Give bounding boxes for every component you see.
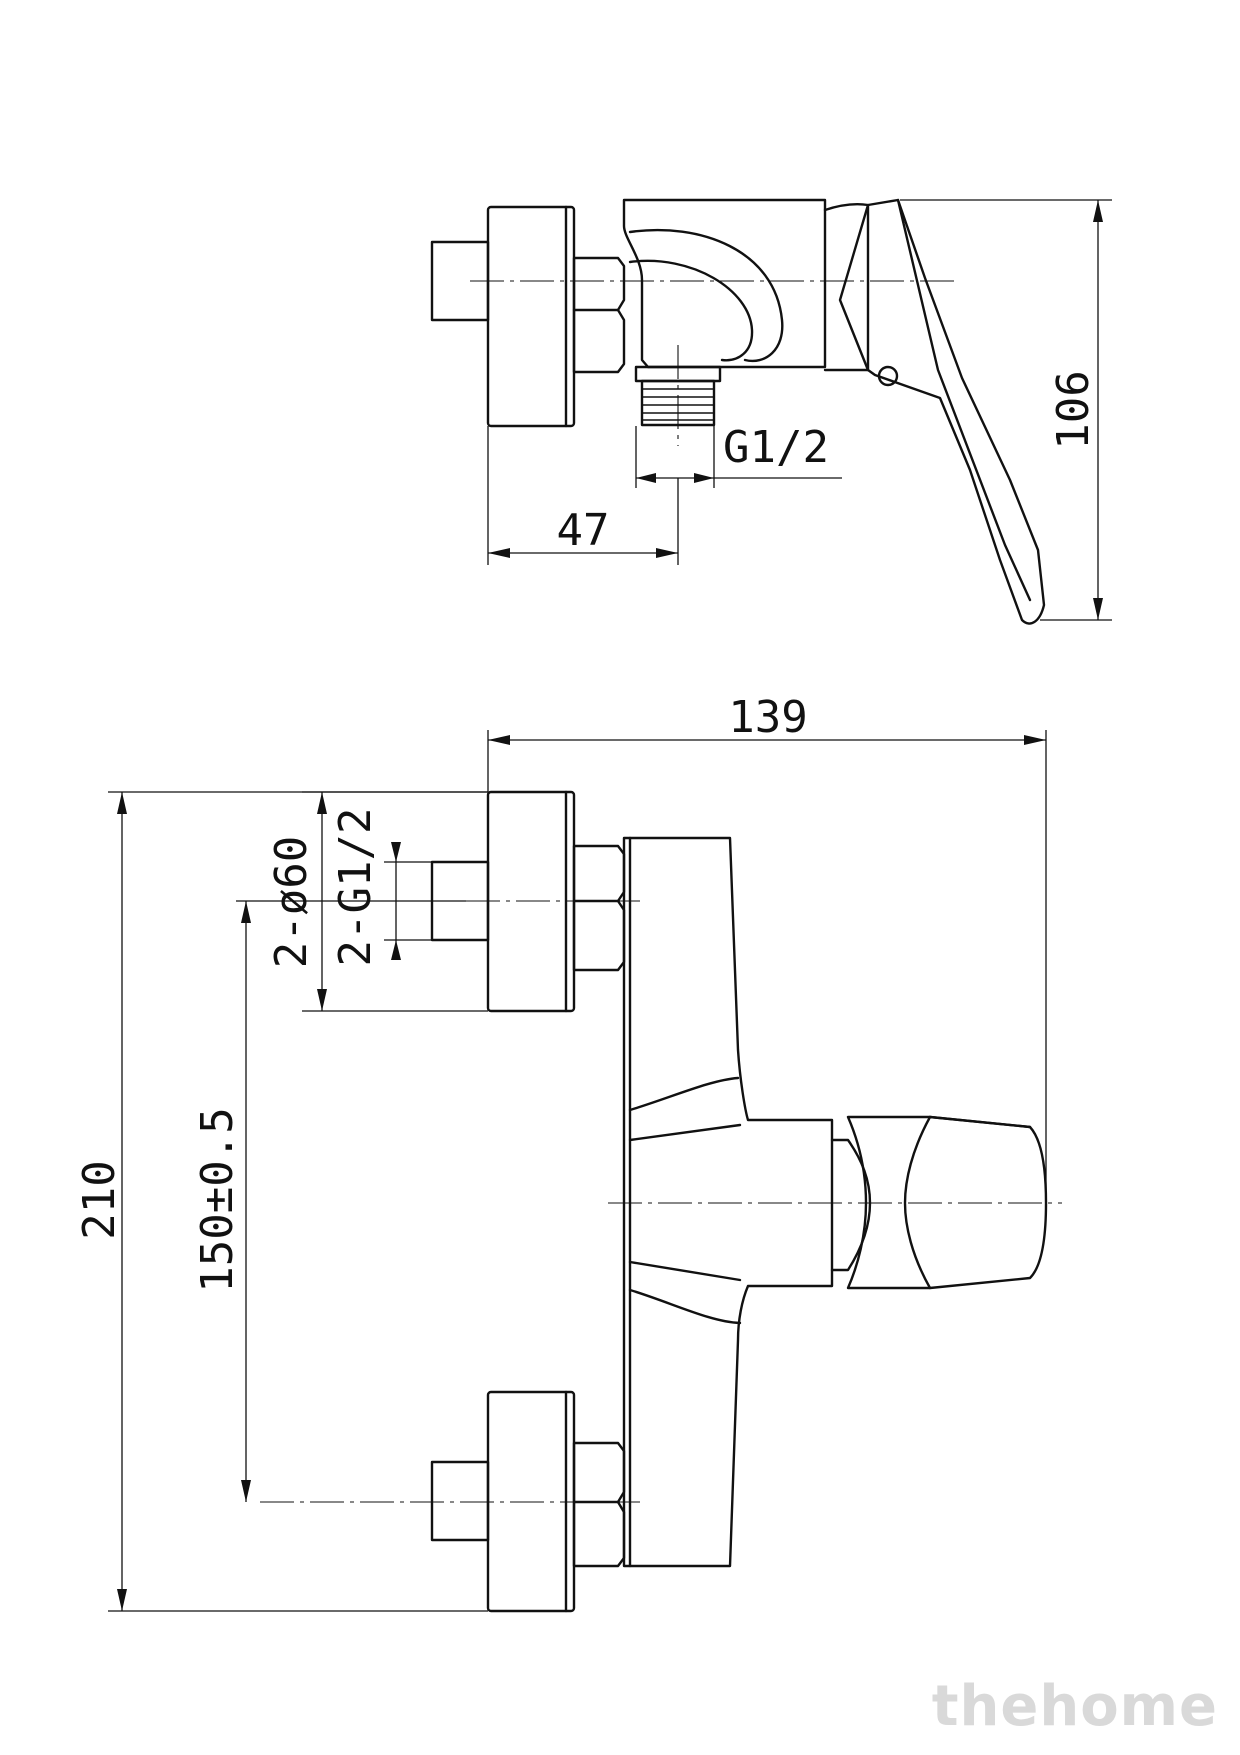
dim-front-flange: 2-ø60 — [266, 791, 488, 1012]
front-view: 139 2-ø60 2-G1/2 150±0.5 — [74, 692, 1062, 1613]
dim-top-depth: 47 — [487, 426, 679, 565]
dim-front-center: 150±0.5 — [192, 900, 466, 1502]
front-body — [622, 836, 834, 1568]
side-wall-flange — [486, 205, 576, 428]
side-body-curve-outer — [628, 228, 784, 363]
dim-front-height: 210 — [74, 791, 488, 1612]
side-body-curve-inner — [628, 259, 754, 362]
front-body-curve-lower — [628, 1288, 742, 1325]
dim-top-thread: G1/2 — [635, 422, 842, 488]
dim-label-front-flange: 2-ø60 — [266, 836, 317, 968]
dim-label-front-width: 139 — [728, 692, 807, 743]
front-hex-nut-lower — [572, 1441, 626, 1568]
dim-label-front-height: 210 — [74, 1160, 125, 1239]
dim-label-top-height: 106 — [1048, 370, 1099, 449]
front-body-curve-upper — [628, 1076, 740, 1112]
dim-front-thread: 2-G1/2 — [330, 808, 432, 967]
side-lever-edge — [896, 198, 1032, 602]
side-body — [622, 198, 827, 369]
front-handle-inner-curve — [903, 1115, 932, 1290]
front-inlet-stub-lower — [430, 1460, 490, 1542]
front-hex-nut-upper — [572, 844, 626, 972]
dim-label-top-thread: G1/2 — [723, 422, 829, 473]
front-cartridge — [830, 1138, 872, 1272]
dim-label-front-center: 150±0.5 — [192, 1107, 243, 1292]
watermark-logo: thehome — [931, 1674, 1218, 1739]
dim-top-height: 106 — [900, 199, 1112, 621]
dim-label-front-thread: 2-G1/2 — [330, 808, 381, 967]
side-lever-pivot — [877, 365, 899, 387]
side-lever — [838, 198, 1046, 625]
dim-label-top-depth: 47 — [557, 505, 610, 556]
side-view: 47 G1/2 106 — [430, 198, 1112, 625]
dim-front-width: 139 — [487, 692, 1047, 1200]
side-hex-nut — [572, 256, 626, 374]
